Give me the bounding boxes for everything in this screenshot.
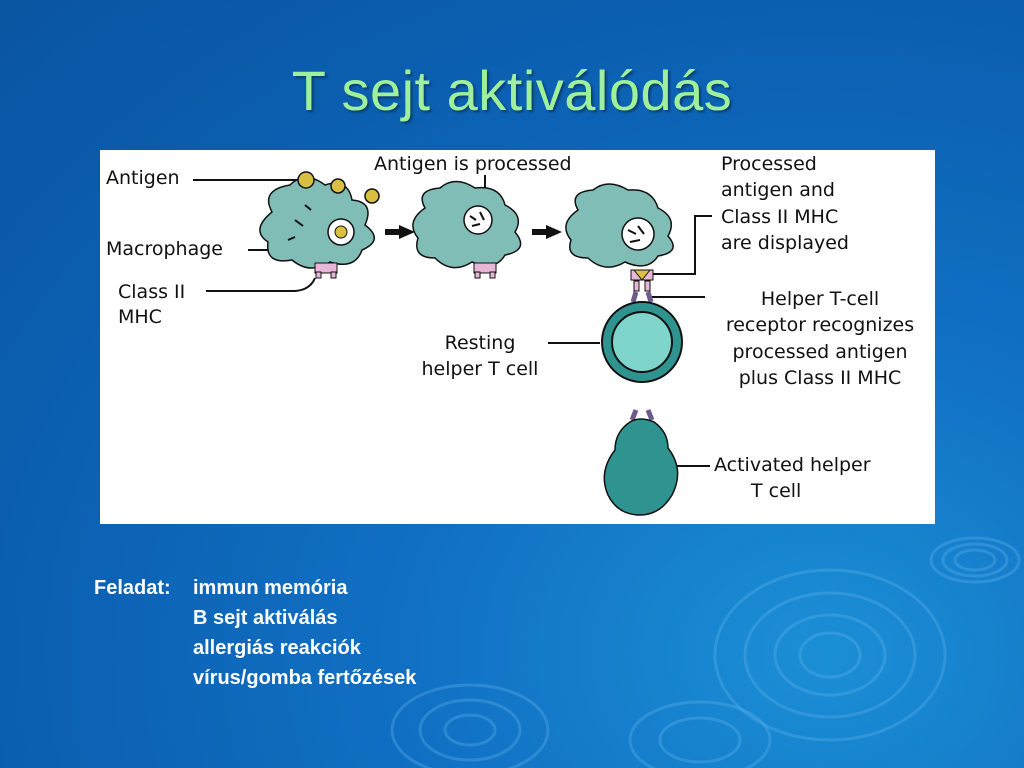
macrophage-1 bbox=[259, 176, 375, 279]
antigen-particles bbox=[297, 171, 380, 204]
label-activated-line1: Activated helper bbox=[714, 454, 871, 476]
label-activated-line2: T cell bbox=[751, 480, 802, 502]
label-class-ii-mhc-line2: MHC bbox=[118, 306, 162, 328]
label-helper-receptor-line3: processed antigen bbox=[732, 341, 908, 363]
label-processed-line2: antigen and bbox=[721, 179, 835, 201]
label-processed-line1: Processed bbox=[721, 153, 817, 175]
label-processed-line3: Class II MHC bbox=[721, 206, 839, 228]
resting-helper-t-cell bbox=[601, 280, 683, 383]
label-helper-receptor-line4: plus Class II MHC bbox=[738, 367, 902, 389]
slide-title: T sejt aktiválódás bbox=[291, 59, 733, 122]
task-item: vírus/gomba fertőzések bbox=[193, 667, 417, 689]
diagram-artwork bbox=[193, 171, 712, 516]
label-processed-line4: are displayed bbox=[721, 232, 849, 254]
label-antigen-processed: Antigen is processed bbox=[374, 153, 572, 175]
task-list: Feladat: immun memória B sejt aktiválás … bbox=[94, 573, 416, 693]
macrophage-3 bbox=[565, 183, 674, 281]
label-resting-line2: helper T cell bbox=[421, 358, 539, 380]
activated-helper-t-cell bbox=[603, 409, 679, 516]
label-helper-receptor-line2: receptor recognizes bbox=[725, 314, 915, 336]
task-item: allergiás reakciók bbox=[193, 637, 361, 659]
label-class-ii-mhc-line1: Class II bbox=[118, 281, 186, 303]
task-item: B sejt aktiválás bbox=[193, 607, 338, 629]
task-item: immun memória bbox=[193, 577, 348, 599]
t-cell-activation-diagram: Antigen Macrophage Class II MHC Antigen … bbox=[100, 150, 935, 524]
task-label: Feladat: bbox=[94, 577, 171, 599]
macrophage-2 bbox=[412, 180, 522, 279]
label-helper-receptor-line1: Helper T-cell bbox=[760, 288, 880, 310]
label-resting-line1: Resting bbox=[444, 332, 516, 354]
label-antigen: Antigen bbox=[106, 167, 180, 189]
label-macrophage: Macrophage bbox=[106, 238, 223, 260]
